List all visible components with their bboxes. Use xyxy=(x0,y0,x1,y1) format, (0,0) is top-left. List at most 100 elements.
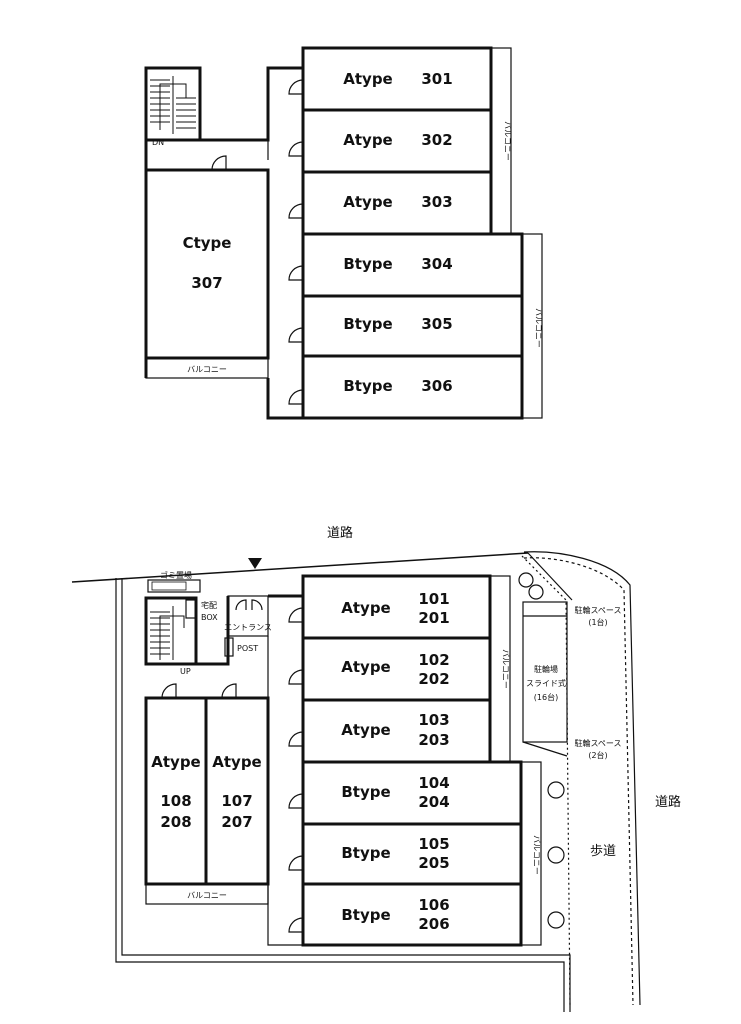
unit-301-number: 301 xyxy=(421,70,452,88)
stair-label-1f: UP xyxy=(180,667,191,676)
third-floor-plan: DN Ctype 307 バルコニー Atype 301 Atype 302 A… xyxy=(144,46,543,420)
road-label-right: 道路 xyxy=(655,794,681,810)
unit-204-number: 204 xyxy=(418,793,449,811)
unit-302-number: 302 xyxy=(421,131,452,149)
bike-parking-type: スライド式 xyxy=(526,678,566,688)
wall-bottom-3f xyxy=(266,378,303,420)
unit-305-number: 305 xyxy=(421,315,452,333)
unit-104 xyxy=(301,760,523,826)
unit-107-type: Atype xyxy=(212,753,261,771)
unit-303-number: 303 xyxy=(421,193,452,211)
entrance-arrow-icon xyxy=(248,558,262,569)
balcony-label-107-108: バルコニー xyxy=(187,891,227,900)
balcony-label-301-303: バルコニー xyxy=(503,121,512,161)
unit-106 xyxy=(301,882,523,947)
core-wall-1f xyxy=(196,596,230,666)
unit-202-number: 202 xyxy=(418,670,449,688)
unit-301 xyxy=(301,46,493,112)
tree-icon xyxy=(528,584,544,600)
door-icon xyxy=(288,917,304,933)
stair-steps-1f xyxy=(150,606,185,660)
unit-307-type: Ctype xyxy=(183,234,232,252)
corridor-wall-top-3f xyxy=(200,66,303,142)
unit-104-number: 104 xyxy=(418,774,449,792)
door-icon xyxy=(235,599,247,611)
door-icon xyxy=(288,265,304,281)
garbage-label: ゴミ置場 xyxy=(160,570,192,580)
garbage-area xyxy=(147,579,201,593)
unit-303-type: Atype xyxy=(343,193,392,211)
balcony-label-307: バルコニー xyxy=(187,365,227,374)
balcony-label-101-103: バルコニー xyxy=(501,649,510,689)
corridor-line-1f xyxy=(267,636,303,946)
unit-108 xyxy=(144,696,208,886)
unit-304-type: Btype xyxy=(343,255,392,273)
bike-space-bottom: 駐輪スペース xyxy=(574,738,621,748)
stair-label-3f: DN xyxy=(152,138,164,147)
tree-icon xyxy=(547,781,565,799)
unit-102 xyxy=(301,636,492,702)
unit-103-number: 103 xyxy=(418,711,449,729)
unit-105 xyxy=(301,822,523,886)
balcony-104-106 xyxy=(520,761,542,946)
bike-parking-count: (16台) xyxy=(534,692,558,702)
bike-parking-area xyxy=(522,601,568,743)
stairwell-1f xyxy=(144,596,198,666)
unit-305 xyxy=(301,294,524,358)
balcony-304-306 xyxy=(521,233,543,419)
road-edge-top xyxy=(71,552,529,583)
unit-307 xyxy=(144,168,270,360)
door-icon xyxy=(288,389,304,405)
unit-103-type: Atype xyxy=(341,721,390,739)
unit-303 xyxy=(301,170,493,236)
delivery-box xyxy=(185,599,197,619)
balcony-307 xyxy=(145,357,269,379)
sidewalk-corner xyxy=(527,552,573,601)
bike-parking-label: 駐輪場 xyxy=(534,664,558,674)
delivery-box-label-2: BOX xyxy=(201,613,218,622)
unit-107 xyxy=(204,696,270,886)
entrance-label: エントランス xyxy=(224,623,272,632)
door-icon xyxy=(288,793,304,809)
road-edge-right-dashed xyxy=(523,557,634,1006)
unit-107-number: 107 xyxy=(221,792,252,810)
ground-floor-plan: 道路 道路 歩道 ゴミ置場 UP 宅配 BOX xyxy=(71,525,681,1012)
door-icon xyxy=(288,79,304,95)
unit-102-type: Atype xyxy=(341,658,390,676)
unit-307-number: 307 xyxy=(191,274,222,292)
road-label-top: 道路 xyxy=(327,525,353,541)
unit-306 xyxy=(301,354,524,420)
door-icon xyxy=(251,599,263,611)
unit-205-number: 205 xyxy=(418,854,449,872)
bike-space-bottom-count: (2台) xyxy=(588,750,607,760)
unit-106-number: 106 xyxy=(418,896,449,914)
unit-206-number: 206 xyxy=(418,915,449,933)
unit-306-number: 306 xyxy=(421,377,452,395)
door-icon xyxy=(288,731,304,747)
unit-304 xyxy=(301,232,524,298)
unit-106-type: Btype xyxy=(341,906,390,924)
door-icon xyxy=(288,607,304,623)
unit-201-number: 201 xyxy=(418,609,449,627)
door-icon xyxy=(288,203,304,219)
door-icon xyxy=(161,683,177,699)
unit-108-type: Atype xyxy=(151,753,200,771)
unit-105-type: Btype xyxy=(341,844,390,862)
unit-108-number: 108 xyxy=(160,792,191,810)
door-icon xyxy=(288,855,304,871)
sidewalk-edge xyxy=(521,555,571,1006)
delivery-box-label: 宅配 xyxy=(201,600,217,610)
bike-line-2 xyxy=(522,741,568,757)
unit-105-number: 105 xyxy=(418,835,449,853)
unit-101-type: Atype xyxy=(341,599,390,617)
unit-207-number: 207 xyxy=(221,813,252,831)
unit-301-type: Atype xyxy=(343,70,392,88)
stairwell-3f xyxy=(144,66,202,142)
tree-icon xyxy=(547,911,565,929)
unit-203-number: 203 xyxy=(418,731,449,749)
door-icon xyxy=(288,327,304,343)
road-edge-right xyxy=(523,551,641,1006)
unit-208-number: 208 xyxy=(160,813,191,831)
balcony-107-108 xyxy=(145,883,269,905)
property-boundary-outer xyxy=(115,578,565,1012)
